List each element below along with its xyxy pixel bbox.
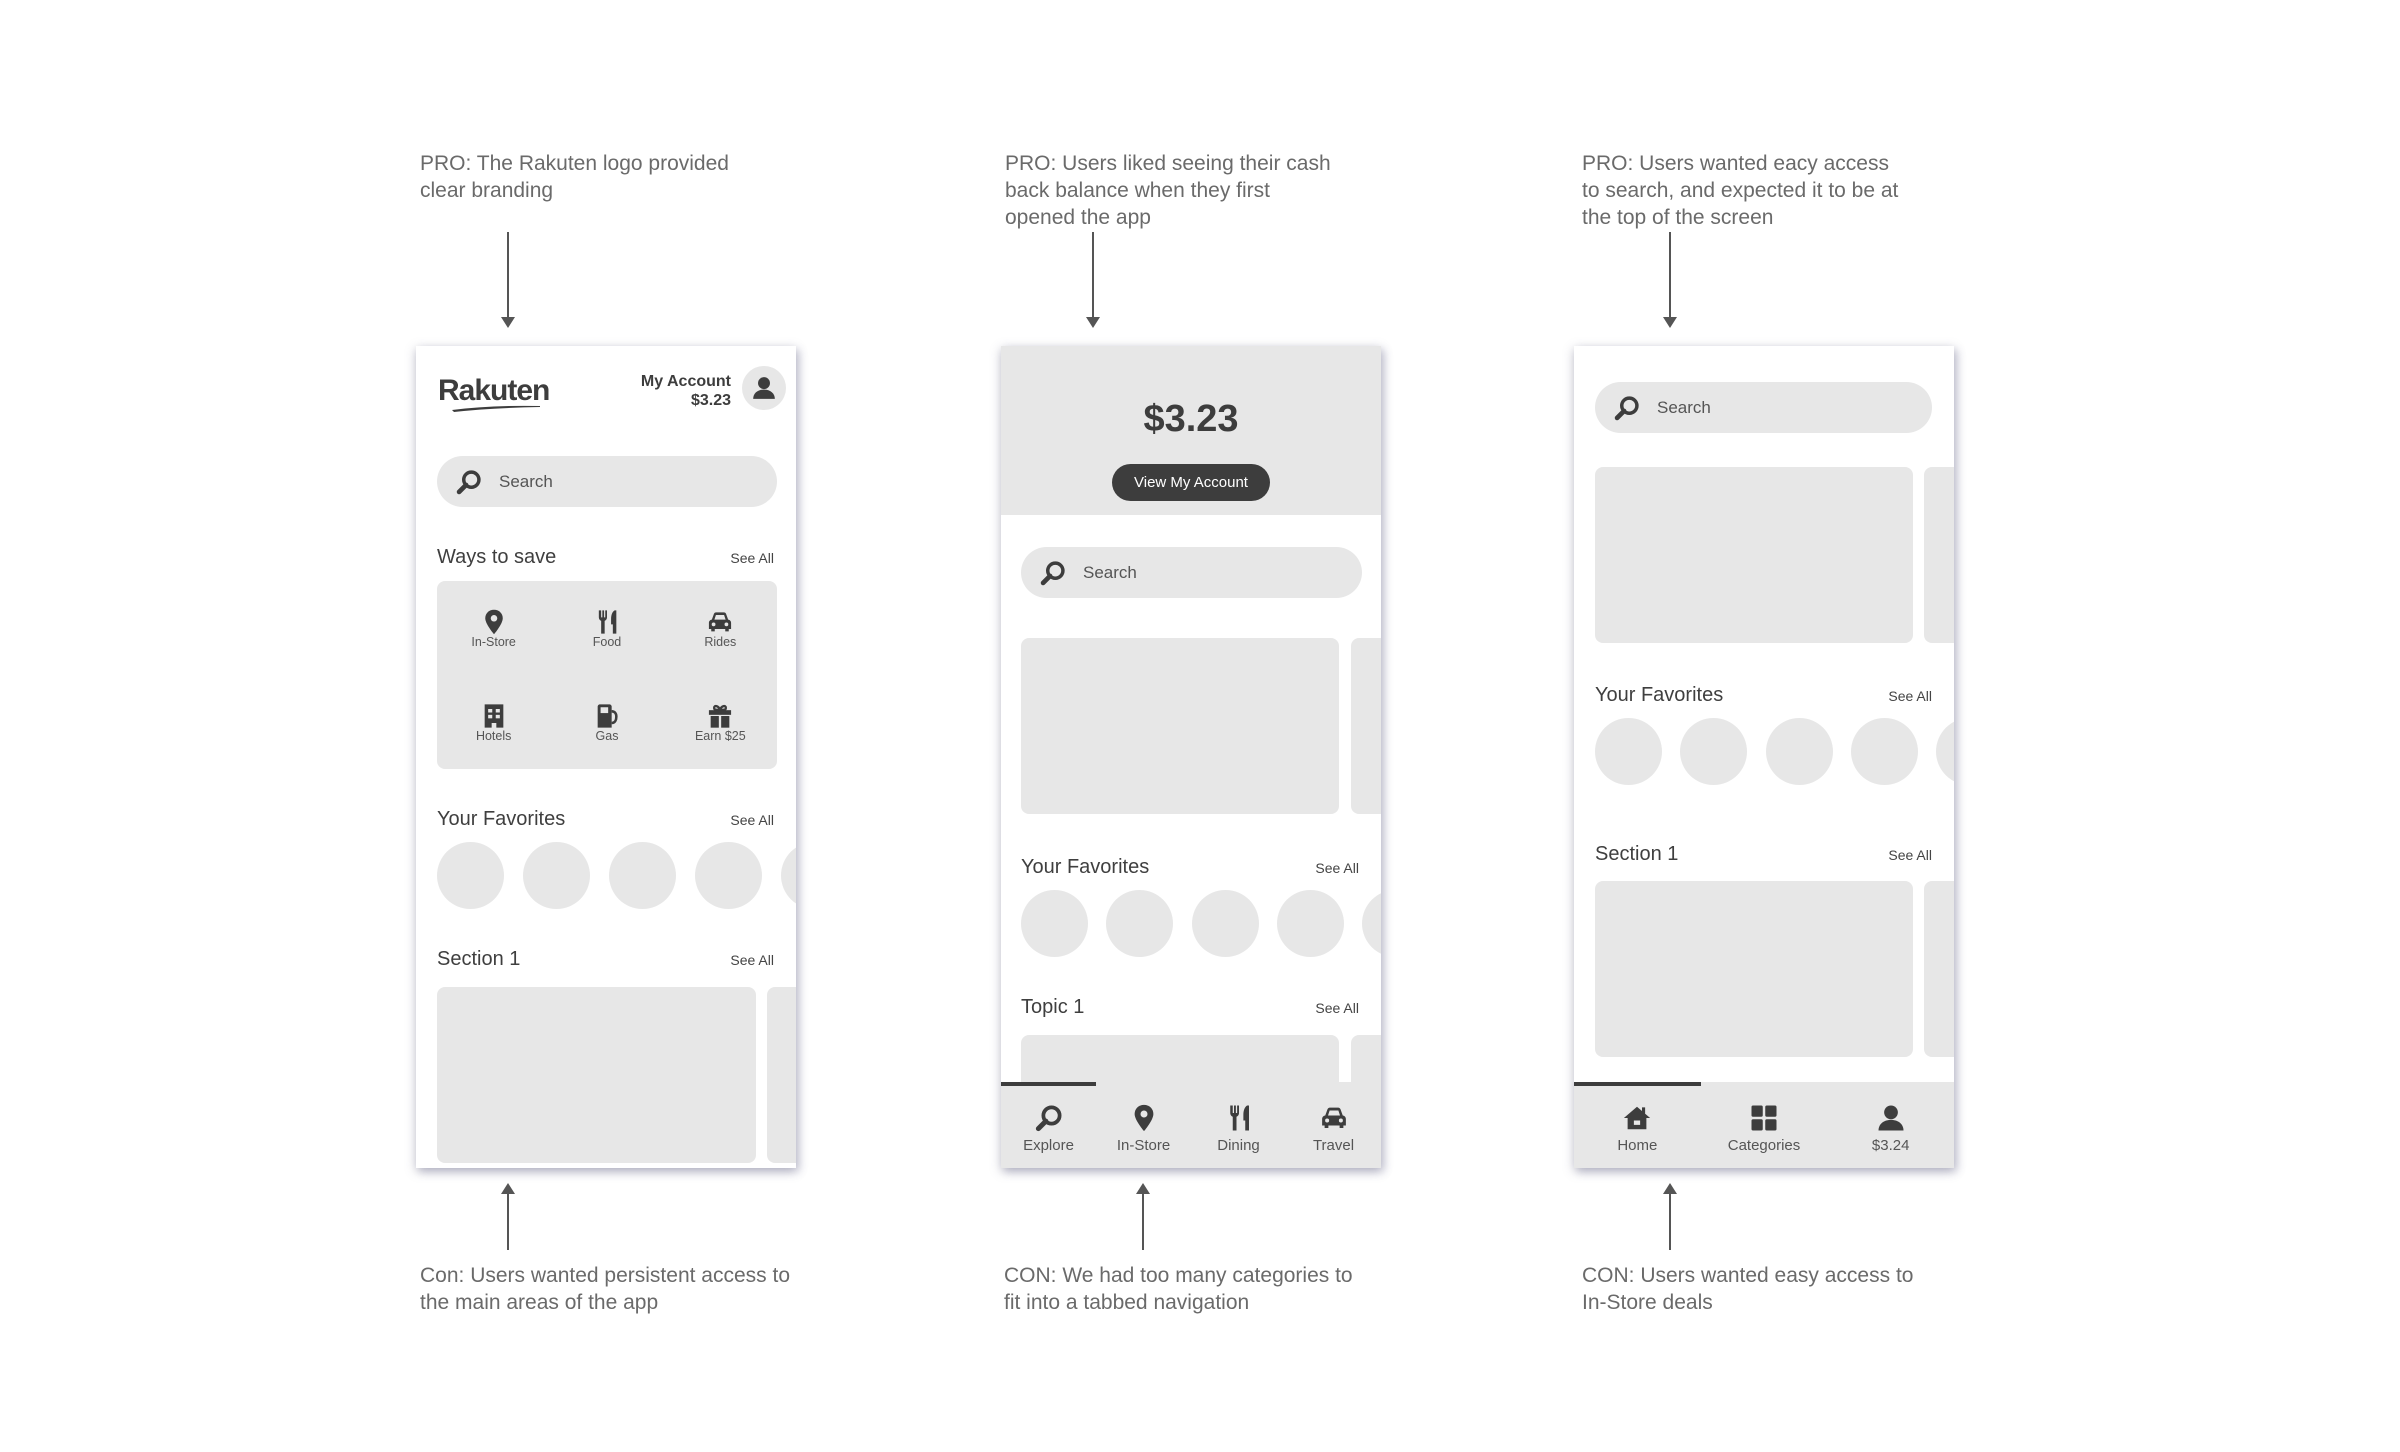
balance-header: $3.23 View My Account	[1001, 346, 1381, 515]
annotation-con-categories: CON: We had too many categories to fit i…	[1004, 1264, 1353, 1314]
phone-mockup-1: Rakuten My Account $3.23 Search Ways to …	[416, 346, 796, 1168]
annotation-pro-logo: PRO: The Rakuten logo provided clear bra…	[420, 152, 729, 202]
section1-header: Section 1 See All	[1595, 843, 1932, 865]
see-all-link[interactable]: See All	[1888, 688, 1932, 704]
gas-pump-icon	[593, 702, 621, 730]
my-account-link[interactable]: My Account $3.23	[640, 373, 731, 409]
fork-knife-icon	[1224, 1103, 1254, 1133]
arrow-up-icon	[1136, 1183, 1150, 1250]
tab-travel[interactable]: Travel	[1286, 1082, 1381, 1168]
gift-icon	[706, 702, 734, 730]
see-all-link[interactable]: See All	[730, 812, 774, 828]
search-icon	[1034, 1103, 1064, 1133]
see-all-link[interactable]: See All	[1315, 860, 1359, 876]
favorite-store[interactable]	[1362, 890, 1381, 957]
content-card[interactable]	[1924, 881, 1954, 1057]
way-hotels[interactable]: Hotels	[437, 675, 550, 769]
favorites-header: Your Favorites See All	[1595, 684, 1932, 706]
user-icon	[1876, 1103, 1906, 1133]
hero-card[interactable]	[1021, 638, 1339, 814]
view-my-account-button[interactable]: View My Account	[1112, 464, 1270, 501]
annotation-pro-balance: PRO: Users liked seeing their cash back …	[1005, 152, 1331, 229]
map-pin-icon	[1129, 1103, 1159, 1133]
favorites-header: Your Favorites See All	[1021, 856, 1359, 878]
annotation-pro-search: PRO: Users wanted eacy access to search,…	[1582, 152, 1899, 229]
tab-home[interactable]: Home	[1574, 1082, 1701, 1168]
car-icon	[1319, 1103, 1349, 1133]
ways-to-save-header: Ways to save See All	[437, 546, 774, 568]
arrow-up-icon	[501, 1183, 515, 1250]
favorite-store[interactable]	[609, 842, 676, 909]
arrow-down-icon	[1663, 232, 1677, 328]
favorite-store[interactable]	[437, 842, 504, 909]
favorite-store[interactable]	[523, 842, 590, 909]
see-all-link[interactable]: See All	[730, 550, 774, 566]
tab-in-store[interactable]: In-Store	[1096, 1082, 1191, 1168]
arrow-down-icon	[501, 232, 515, 328]
tab-categories[interactable]: Categories	[1701, 1082, 1828, 1168]
favorite-store[interactable]	[1766, 718, 1833, 785]
avatar[interactable]	[742, 366, 786, 410]
search-icon	[1613, 394, 1641, 422]
grid-icon	[1749, 1103, 1779, 1133]
topic1-header: Topic 1 See All	[1021, 996, 1359, 1018]
favorite-store[interactable]	[1106, 890, 1173, 957]
search-input[interactable]: Search	[1021, 547, 1362, 598]
bottom-tab-bar: Home Categories $3.24	[1574, 1082, 1954, 1168]
hero-card[interactable]	[1595, 467, 1913, 643]
hotel-icon	[480, 702, 508, 730]
favorite-store[interactable]	[1851, 718, 1918, 785]
favorite-store[interactable]	[1021, 890, 1088, 957]
hero-card[interactable]	[1351, 638, 1381, 814]
arrow-down-icon	[1086, 232, 1100, 328]
fork-knife-icon	[593, 608, 621, 636]
content-card[interactable]	[437, 987, 756, 1163]
see-all-link[interactable]: See All	[1315, 1000, 1359, 1016]
annotation-con-persistent: Con: Users wanted persistent access to t…	[420, 1264, 791, 1314]
ways-to-save-grid: In-Store Food Rides Hotels Gas Earn $25	[437, 581, 777, 769]
search-icon	[1039, 559, 1067, 587]
hero-card[interactable]	[1924, 467, 1954, 643]
favorite-store[interactable]	[1680, 718, 1747, 785]
favorites-header: Your Favorites See All	[437, 808, 774, 830]
home-icon	[1622, 1103, 1652, 1133]
annotation-con-instore: CON: Users wanted easy access to In-Stor…	[1582, 1264, 1914, 1314]
rakuten-logo[interactable]: Rakuten	[438, 374, 550, 412]
way-rides[interactable]: Rides	[664, 581, 777, 675]
map-pin-icon	[480, 608, 508, 636]
way-in-store[interactable]: In-Store	[437, 581, 550, 675]
favorite-store[interactable]	[1595, 718, 1662, 785]
way-gas[interactable]: Gas	[550, 675, 663, 769]
tab-explore[interactable]: Explore	[1001, 1082, 1096, 1168]
way-earn[interactable]: Earn $25	[664, 675, 777, 769]
tab-account[interactable]: $3.24	[1827, 1082, 1954, 1168]
car-icon	[706, 608, 734, 636]
search-input[interactable]: Search	[437, 456, 777, 507]
bottom-tab-bar: Explore In-Store Dining Travel	[1001, 1082, 1381, 1168]
favorite-store[interactable]	[1277, 890, 1344, 957]
search-icon	[455, 468, 483, 496]
cash-back-balance: $3.23	[1143, 398, 1239, 440]
user-icon	[751, 375, 777, 401]
favorite-store[interactable]	[1936, 718, 1954, 785]
way-food[interactable]: Food	[550, 581, 663, 675]
phone-mockup-2: $3.23 View My Account Search Your Favori…	[1001, 346, 1381, 1168]
section1-header: Section 1 See All	[437, 948, 774, 970]
favorite-store[interactable]	[781, 842, 796, 909]
active-tab-indicator	[1574, 1082, 1701, 1086]
favorite-store[interactable]	[1192, 890, 1259, 957]
logo-swoosh-icon	[452, 405, 540, 412]
search-input[interactable]: Search	[1595, 382, 1932, 433]
phone-mockup-3: Search Your Favorites See All Section 1 …	[1574, 346, 1954, 1168]
see-all-link[interactable]: See All	[730, 952, 774, 968]
see-all-link[interactable]: See All	[1888, 847, 1932, 863]
content-card[interactable]	[767, 987, 796, 1163]
favorite-store[interactable]	[695, 842, 762, 909]
arrow-up-icon	[1663, 1183, 1677, 1250]
content-card[interactable]	[1595, 881, 1913, 1057]
tab-dining[interactable]: Dining	[1191, 1082, 1286, 1168]
active-tab-indicator	[1001, 1082, 1096, 1086]
